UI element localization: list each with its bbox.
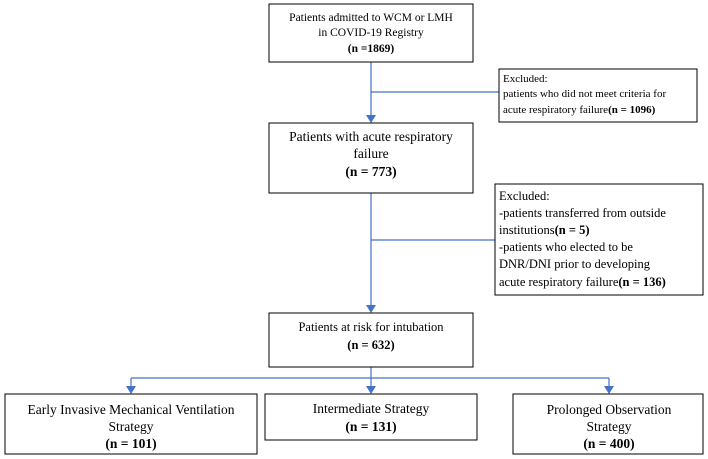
prolonged-count: (n = 400) [583,436,634,451]
arf-line-2: failure [353,146,388,161]
excluded-1-line-2-text: acute respiratory failure [503,104,608,116]
early-line-1: Early Invasive Mechanical Ventilation [27,402,234,417]
arf-line-1: Patients with acute respiratory [289,129,453,144]
excluded-2-line-2-text: institutions [499,223,555,237]
intermediate-line-1: Intermediate Strategy [313,401,430,416]
arrowhead-prolonged [604,386,614,394]
intermediate-count: (n = 131) [345,419,396,434]
early-strategy-box-border [4,393,258,455]
prolonged-strategy-box-border [512,393,704,455]
arrowhead-intermediate [366,386,376,394]
registry-count: (n =1869) [348,43,395,55]
prolonged-line-1: Prolonged Observation [547,402,672,417]
excluded-2-count-2: (n = 136) [618,275,665,289]
excluded-1-line-2: acute respiratory failure(n = 1096) [503,104,656,116]
registry-box: Patients admitted to WCM or LMH in COVID… [268,3,474,63]
arf-box-border [268,122,474,194]
excluded-1-line-1: patients who did not meet criteria for [503,88,666,100]
excluded-box-2: Excluded: -patients transferred from out… [494,183,704,296]
at-risk-line-1: Patients at risk for intubation [298,320,444,334]
excluded-1-count: (n = 1096) [608,104,656,116]
excluded-1-heading: Excluded: [503,73,548,85]
excluded-2-line-1: -patients transferred from outside [499,206,666,220]
arrowhead-at-risk [366,305,376,313]
connectors [126,62,614,394]
excluded-2-line-5: acute respiratory failure(n = 136) [499,275,666,289]
early-line-2: Strategy [109,419,154,434]
early-count: (n = 101) [105,436,156,451]
early-strategy-box: Early Invasive Mechanical Ventilation St… [4,393,258,455]
prolonged-strategy-box: Prolonged Observation Strategy (n = 400) [512,393,704,455]
excluded-2-line-4: DNR/DNI prior to developing [499,257,651,271]
registry-line-2: in COVID-19 Registry [318,27,424,39]
registry-box-border [268,3,474,63]
at-risk-box-border [268,312,474,368]
excluded-2-count-1: (n = 5) [555,223,590,237]
at-risk-box: Patients at risk for intubation (n = 632… [268,312,474,368]
excluded-box-1-border [498,68,698,123]
excluded-box-1: Excluded: patients who did not meet crit… [498,68,698,123]
arrowhead-arf [366,115,376,123]
registry-line-1: Patients admitted to WCM or LMH [289,12,453,24]
at-risk-count: (n = 632) [347,338,394,352]
excluded-2-heading: Excluded: [499,189,550,203]
excluded-2-line-2: institutions(n = 5) [499,223,589,237]
intermediate-strategy-box: Intermediate Strategy (n = 131) [264,393,478,441]
intermediate-strategy-box-border [264,393,478,441]
excluded-2-line-5-text: acute respiratory failure [499,275,619,289]
arrowhead-early [126,386,136,394]
arf-count: (n = 773) [345,164,396,179]
arf-box: Patients with acute respiratory failure … [268,122,474,194]
excluded-2-line-3: -patients who elected to be [499,240,633,254]
excluded-box-2-border [494,183,704,296]
prolonged-line-2: Strategy [587,419,632,434]
